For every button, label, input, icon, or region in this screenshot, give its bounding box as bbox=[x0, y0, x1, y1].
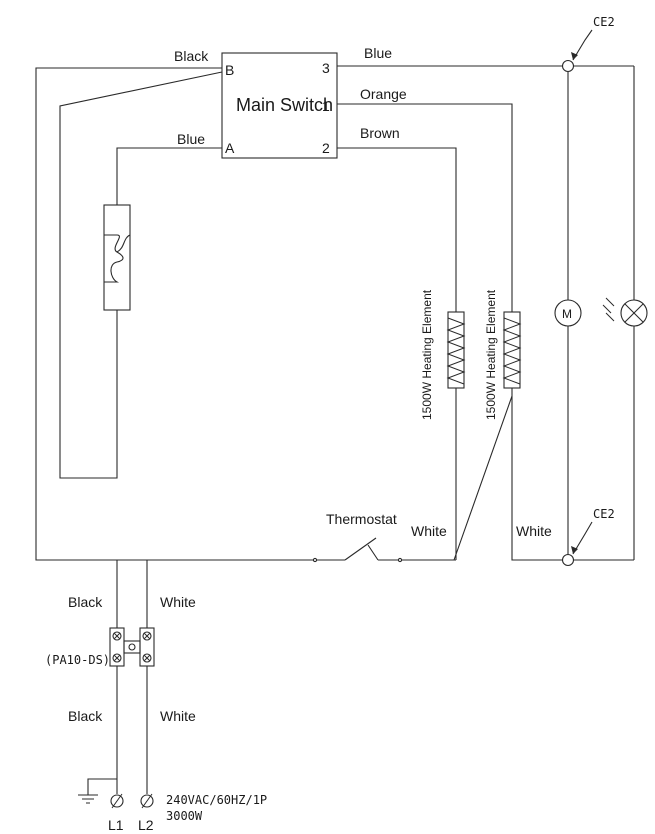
wire-label-orange: Orange bbox=[360, 86, 407, 102]
motor: M bbox=[554, 299, 582, 327]
wire-label-white-right: White bbox=[516, 523, 552, 539]
terminal-block: (PA10-DS) bbox=[45, 627, 155, 667]
main-switch-title: Main Switch bbox=[236, 95, 333, 115]
ce2-bottom-label: CE2 bbox=[593, 507, 615, 521]
ce2-bottom: CE2 bbox=[561, 507, 615, 567]
ce2-top-label: CE2 bbox=[593, 15, 615, 29]
wire-label-white-lower: White bbox=[160, 708, 196, 724]
wire-label-black-top: Black bbox=[174, 48, 209, 64]
terminal-1-label: 1 bbox=[322, 98, 330, 114]
fuse-link bbox=[103, 204, 131, 311]
wire-label-brown: Brown bbox=[360, 125, 400, 141]
terminal-block-label: (PA10-DS) bbox=[45, 653, 110, 667]
wire-label-black-lower: Black bbox=[68, 708, 103, 724]
wire-label-white-thermostat: White bbox=[411, 523, 447, 539]
l2-label: L2 bbox=[138, 817, 154, 833]
terminal-b-label: B bbox=[225, 62, 234, 78]
terminal-a-label: A bbox=[225, 140, 235, 156]
wires bbox=[35, 65, 635, 804]
heating-element-1: 1500W Heating Element bbox=[420, 289, 466, 420]
wire-label-white-upper: White bbox=[160, 594, 196, 610]
supply-power-label: 3000W bbox=[166, 809, 203, 823]
main-switch: Main Switch B A 3 1 2 bbox=[221, 52, 338, 159]
thermostat-label: Thermostat bbox=[326, 511, 397, 527]
heating-element-1-label: 1500W Heating Element bbox=[420, 289, 434, 420]
wire-labels: Black Blue Blue Orange Brown Thermostat … bbox=[68, 45, 552, 724]
wire-label-black-upper: Black bbox=[68, 594, 103, 610]
l1-label: L1 bbox=[108, 817, 124, 833]
heating-element-2-label: 1500W Heating Element bbox=[484, 289, 498, 420]
wire-label-blue-left: Blue bbox=[177, 131, 205, 147]
supply-rating-label: 240VAC/60HZ/1P bbox=[166, 793, 267, 807]
supply-terminals: L1 L2 240VAC/60HZ/1P 3000W bbox=[108, 793, 267, 833]
lamp-icon bbox=[602, 297, 648, 327]
terminal-2-label: 2 bbox=[322, 140, 330, 156]
heating-element-2: 1500W Heating Element bbox=[484, 289, 522, 420]
wire-label-blue-top: Blue bbox=[364, 45, 392, 61]
ce2-top: CE2 bbox=[561, 15, 615, 73]
motor-label: M bbox=[562, 307, 572, 321]
screw-icon bbox=[112, 631, 152, 663]
terminal-3-label: 3 bbox=[322, 60, 330, 76]
